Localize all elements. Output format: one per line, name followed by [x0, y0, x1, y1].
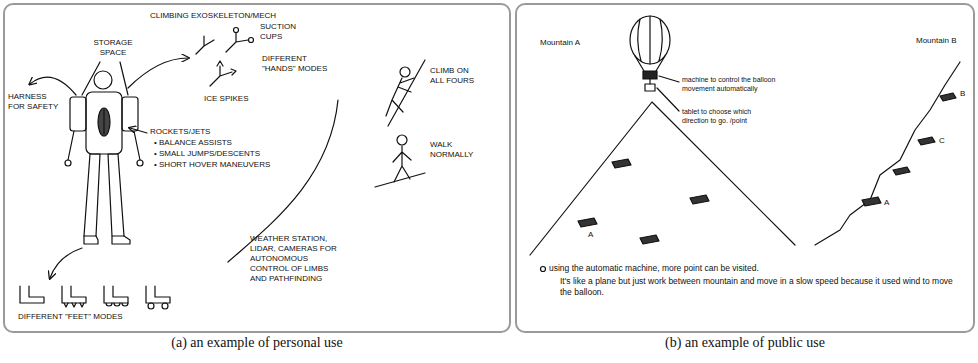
figure-caption: (b) an example of public use [517, 335, 973, 351]
foot-mode-sketch [20, 286, 170, 309]
foot-mode-sketch [148, 303, 154, 309]
feature-note: • BALANCE ASSISTS [154, 138, 232, 148]
mode-note: CLIMB ON ALL FOURS [430, 66, 482, 86]
bullet-mark [541, 267, 546, 272]
walking-figure [393, 146, 411, 182]
walking-figure [375, 173, 425, 187]
exoskeleton-figure [94, 71, 112, 89]
exoskeleton-figure [86, 92, 122, 154]
point-letter: A [884, 198, 889, 208]
feature-note: DIFFERENT "HANDS" MODES [262, 54, 334, 74]
exoskeleton-figure [122, 97, 138, 131]
balloon-sketch [645, 84, 655, 91]
balloon-sketch [649, 79, 650, 84]
description-note: It's like a plane but just work between … [560, 276, 960, 297]
balloon-sketch [630, 16, 670, 91]
exoskeleton-figure [112, 236, 130, 244]
exoskeleton-figure [70, 97, 86, 131]
landing-platform [862, 197, 881, 206]
foot-mode-sketch [106, 303, 128, 306]
foot-mode-sketch [104, 286, 128, 303]
landing-platform [893, 167, 910, 175]
landing-platform [612, 159, 631, 168]
exoskeleton-figure [68, 131, 140, 160]
walking-figure [397, 135, 407, 145]
walking-figure [375, 135, 425, 187]
exoskeleton-figure [108, 154, 124, 236]
part-label: ROCKETS/JETS [150, 127, 210, 137]
point-letter: C [939, 136, 945, 146]
part-label: machine to control the balloon movement … [682, 76, 778, 94]
foot-mode-sketch [62, 286, 86, 303]
feature-note: • SHORT HOVER MANEUVERS [154, 160, 270, 170]
leader-line [82, 62, 100, 95]
balloon-sketch [638, 16, 663, 64]
leader-line [659, 76, 679, 82]
mountain-outline [530, 102, 795, 255]
leader-line [82, 62, 128, 95]
mountain-outline [530, 62, 960, 255]
exoskeleton-figure [103, 110, 104, 134]
climbing-figure [386, 60, 425, 126]
mountain-name: Mountain B [916, 36, 956, 46]
hand-sketch [226, 33, 248, 52]
description-note: using the automatic machine, more point … [549, 263, 759, 274]
landing-platform [940, 93, 956, 101]
curved-arrow [50, 248, 82, 278]
curved-arrow [130, 128, 147, 133]
hand-sketch [217, 61, 236, 75]
mountain-outline [815, 62, 960, 245]
balloon-sketch [635, 56, 665, 71]
exoskeleton-figure [65, 160, 71, 166]
landing-platform [640, 235, 659, 244]
foot-mode-sketch [162, 303, 168, 309]
sketch-art [20, 16, 960, 309]
hand-sketch [196, 28, 254, 87]
landing-platform [918, 137, 935, 145]
exoskeleton-figure [84, 154, 100, 236]
feature-note: DIFFERENT "FEET" MODES [18, 312, 123, 322]
part-label: HARNESS FOR SAFETY [8, 92, 62, 112]
leader-line [657, 76, 679, 111]
part-label: ICE SPIKES [204, 94, 248, 104]
feature-note: • SMALL JUMPS/DESCENTS [154, 149, 260, 159]
hand-sketch [249, 38, 254, 43]
hand-sketch [196, 36, 214, 54]
foot-mode-sketch [146, 286, 170, 303]
curved-arrow [128, 58, 188, 88]
climbing-figure [386, 78, 414, 116]
landing-platform [690, 195, 709, 204]
hand-sketch [210, 66, 232, 86]
title-note: CLIMBING EXOSKELETON/MECH [150, 11, 276, 21]
landing-platform [578, 218, 597, 227]
part-label: SUCTION CUPS [260, 22, 304, 42]
point-letter: A [588, 230, 593, 240]
part-label: tablet to choose which direction to go. … [682, 108, 778, 126]
figure-caption: (a) an example of personal use [5, 335, 509, 351]
part-label: STORAGE SPACE [88, 38, 138, 58]
mode-note: WALK NORMALLY [430, 140, 482, 160]
exoskeleton-figure [65, 71, 143, 244]
exoskeleton-figure [137, 160, 143, 166]
bullet-mark [541, 267, 546, 272]
landing-platform [578, 93, 956, 244]
exoskeleton-figure [84, 236, 98, 244]
leader-line [120, 62, 128, 95]
exoskeleton-figure [98, 108, 110, 136]
mountain-name: Mountain A [540, 38, 580, 48]
climbing-figure [388, 60, 425, 126]
point-letter: B [960, 89, 965, 99]
balloon-sketch [643, 71, 657, 79]
foot-mode-sketch [20, 286, 44, 303]
leader-line [657, 88, 679, 111]
feature-note: WEATHER STATION, LIDAR, CAMERAS FOR AUTO… [250, 234, 344, 284]
hand-sketch [234, 28, 239, 33]
foot-mode-sketch [64, 303, 84, 307]
climbing-figure [400, 67, 410, 77]
